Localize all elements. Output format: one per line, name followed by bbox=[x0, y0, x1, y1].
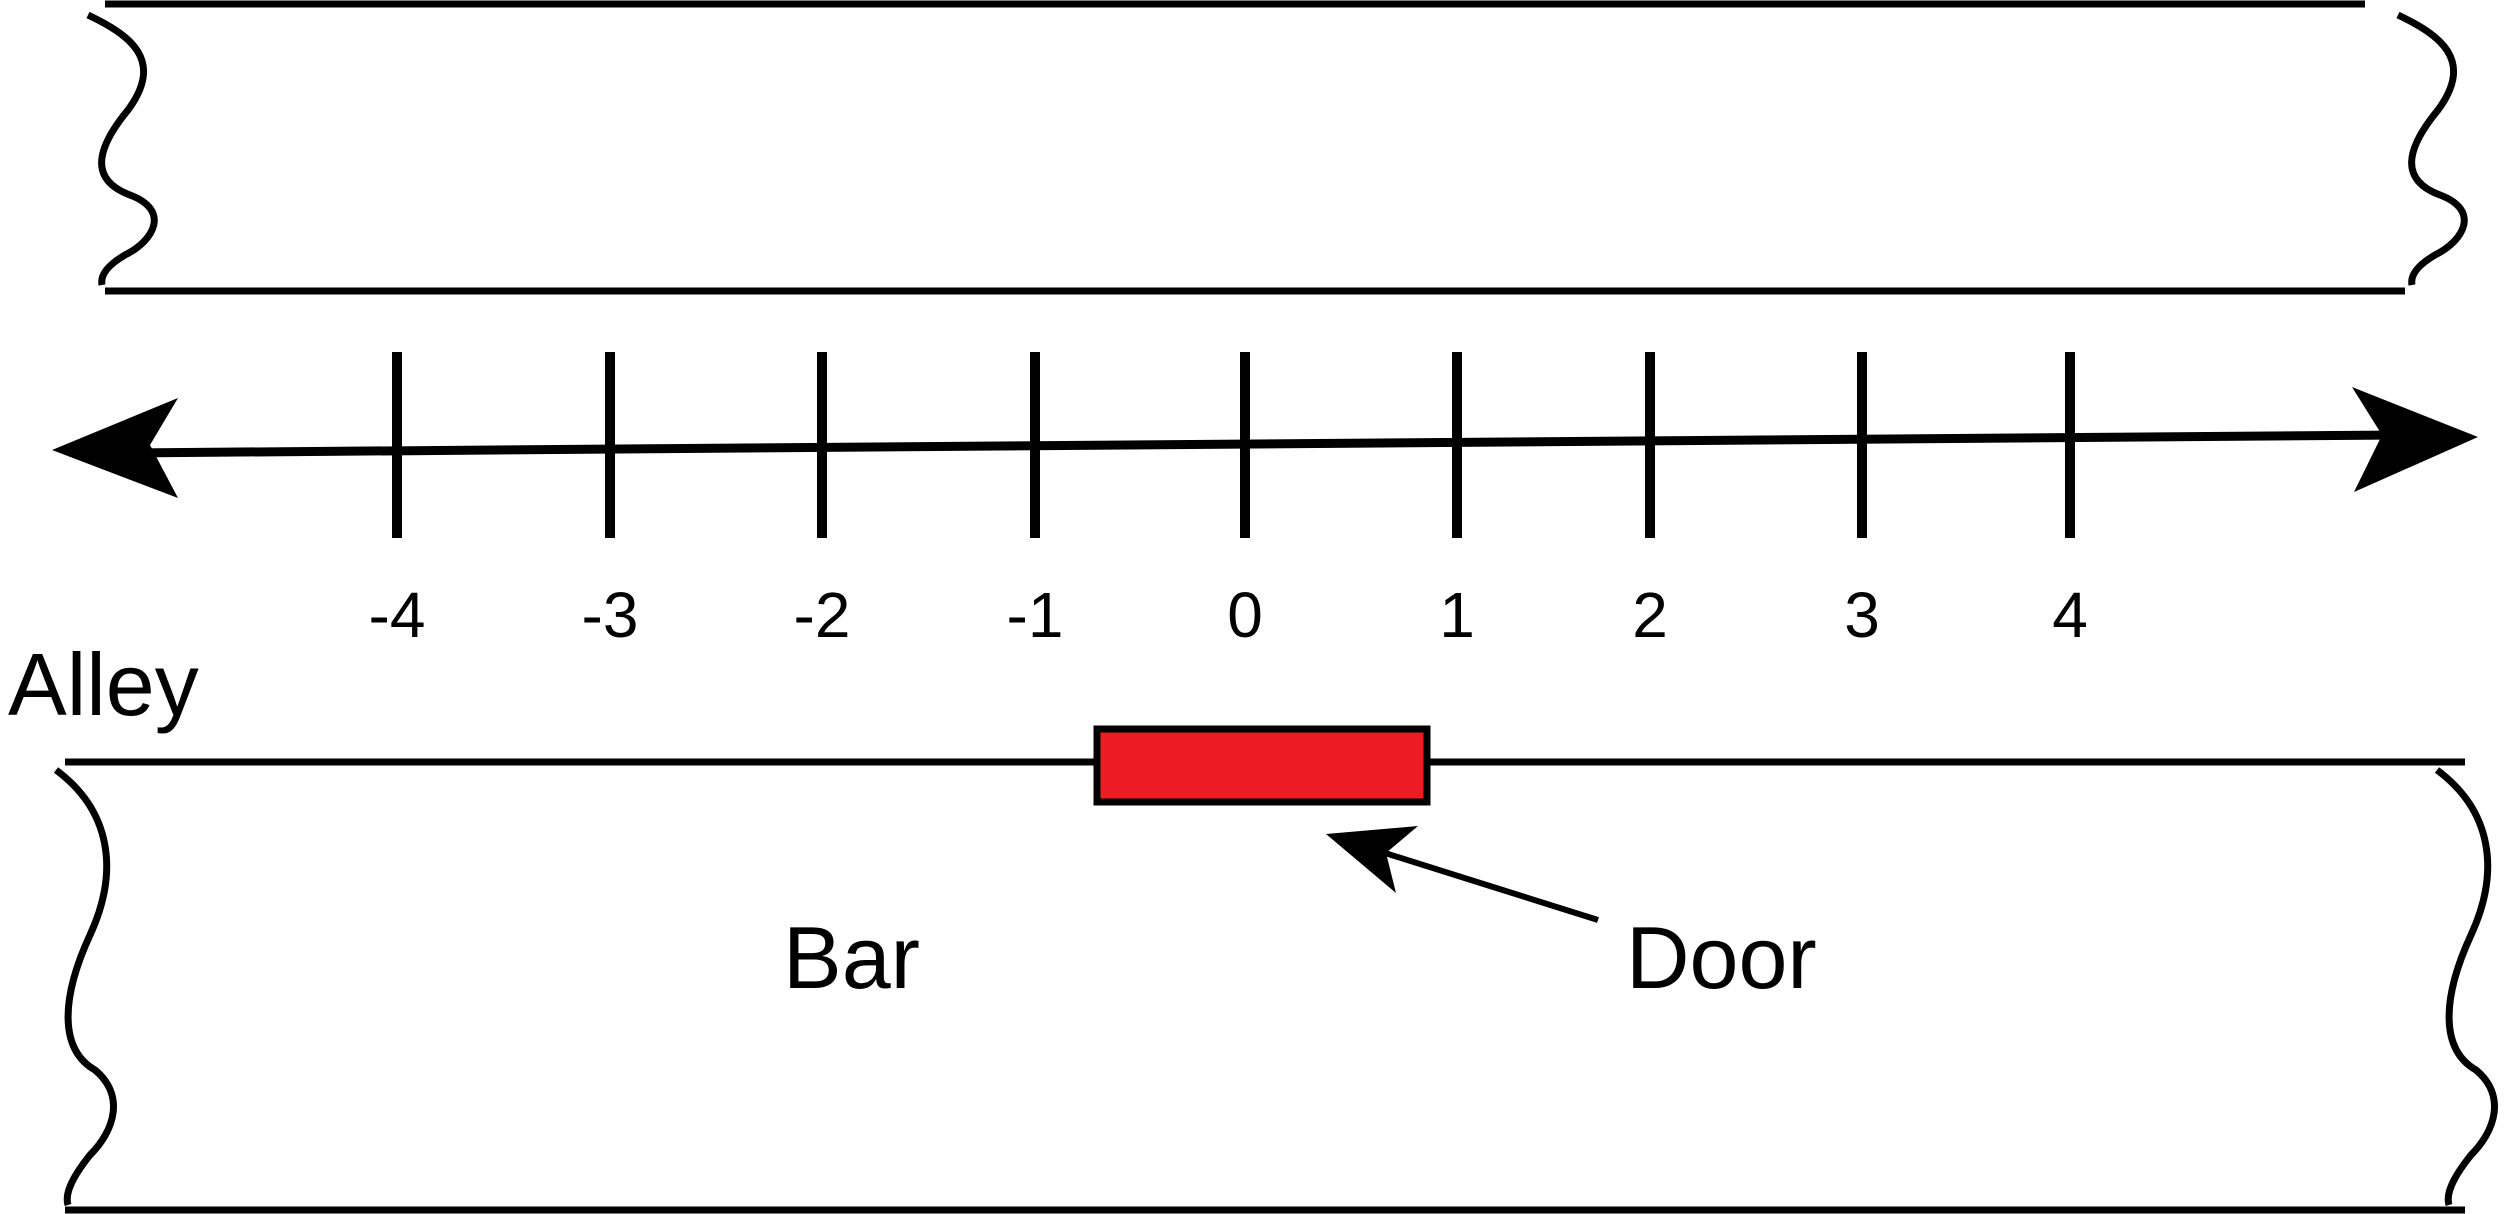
bar-right-break bbox=[2434, 767, 2498, 1207]
upper-street-right-break bbox=[2396, 11, 2468, 286]
number-line-tick-labels: -4 -3 -2 -1 0 1 2 3 4 bbox=[369, 579, 2088, 651]
door-label: Door bbox=[1626, 908, 1817, 1007]
tick-label: 0 bbox=[1227, 579, 1263, 651]
tick-label: -1 bbox=[1007, 579, 1064, 651]
number-line-right-arrowhead bbox=[2352, 387, 2478, 492]
bar-left-break bbox=[53, 767, 117, 1207]
number-line-left-arrowhead bbox=[52, 398, 178, 498]
number-line-ticks bbox=[392, 352, 2075, 538]
upper-street-left-break bbox=[86, 11, 158, 286]
tick-label: -4 bbox=[369, 579, 426, 651]
door-arrow-head bbox=[1326, 826, 1418, 893]
door-rectangle bbox=[1093, 725, 1431, 806]
tick-label: 4 bbox=[2052, 579, 2088, 651]
bar-label: Bar bbox=[783, 908, 920, 1007]
alley-label: Alley bbox=[8, 635, 199, 734]
door-arrow-shaft bbox=[1384, 850, 1599, 923]
number-line: -4 -3 -2 -1 0 1 2 3 4 bbox=[52, 352, 2478, 651]
tick-label: 1 bbox=[1439, 579, 1475, 651]
tick-label: -2 bbox=[794, 579, 851, 651]
upper-street bbox=[86, 0, 2468, 295]
tick-label: 3 bbox=[1844, 579, 1880, 651]
bar-building bbox=[53, 758, 2498, 1214]
door-arrow bbox=[1326, 826, 1599, 923]
tick-label: -3 bbox=[582, 579, 639, 651]
tick-label: 2 bbox=[1632, 579, 1668, 651]
number-line-axis bbox=[119, 430, 2401, 458]
